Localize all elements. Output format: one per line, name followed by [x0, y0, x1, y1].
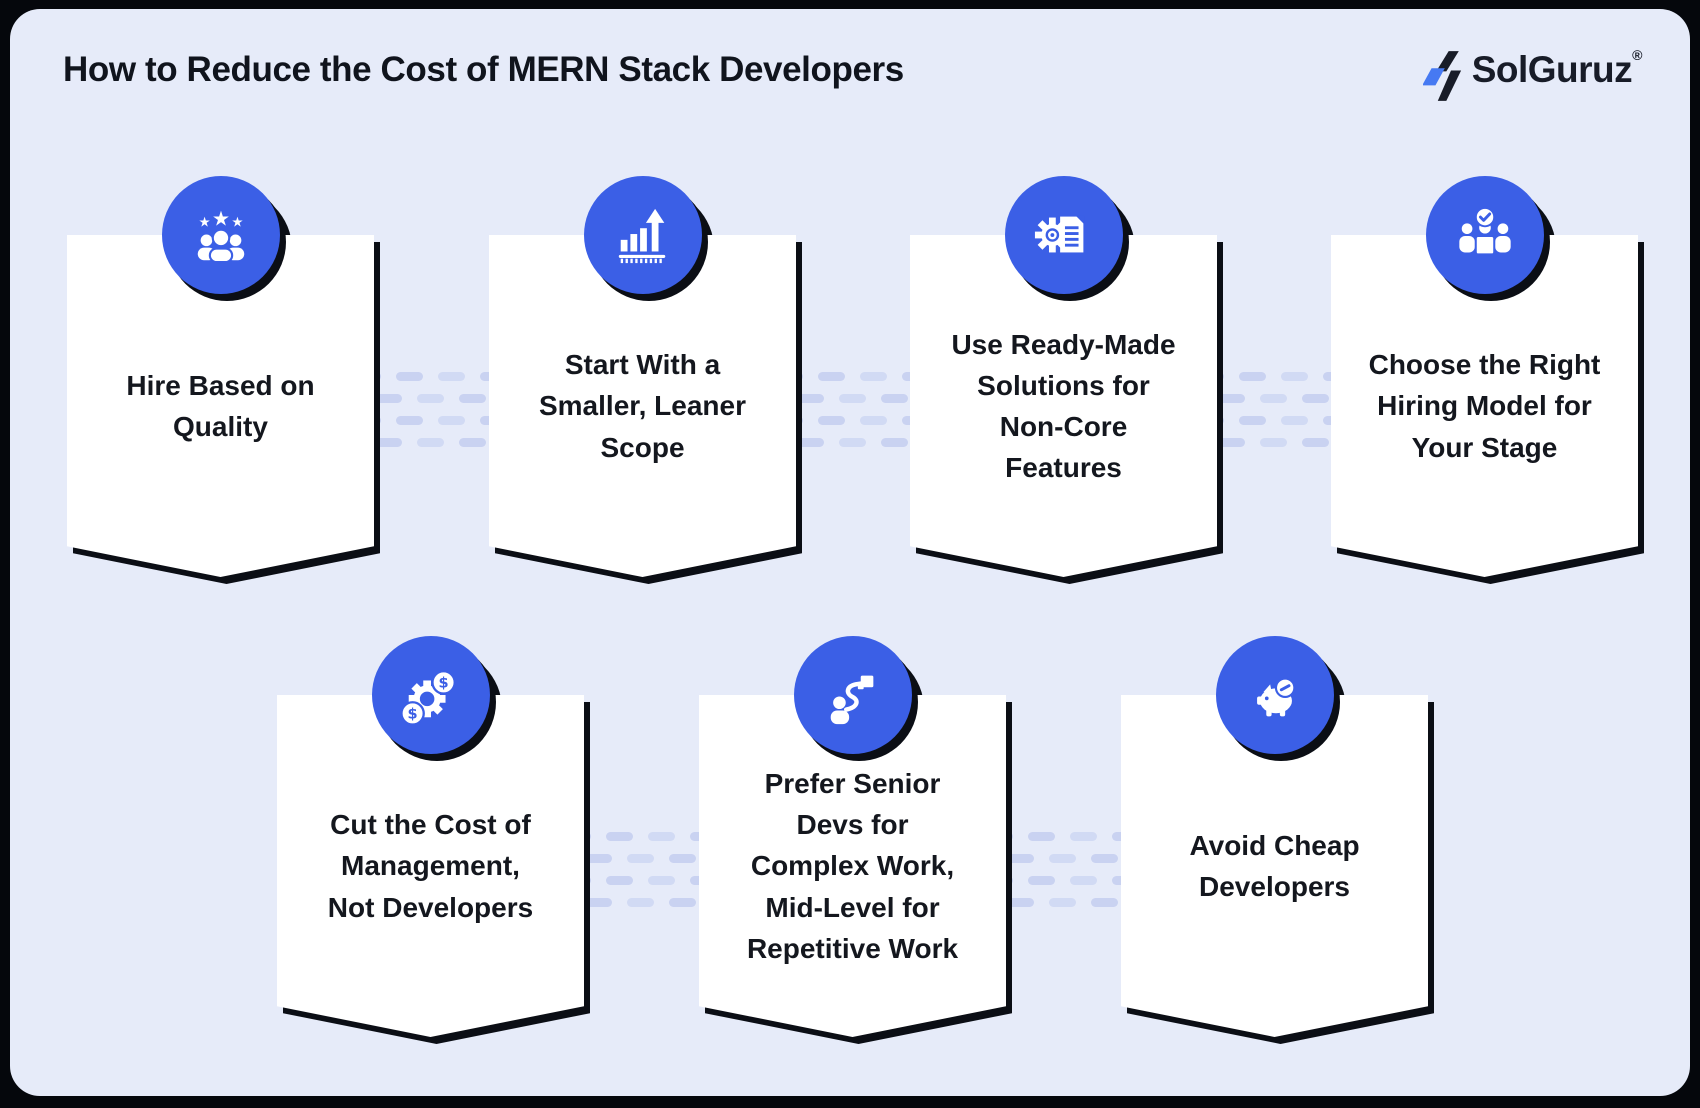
svg-text:$: $ [407, 707, 417, 723]
team-check-icon [1425, 176, 1544, 294]
card-right-hiring-model: Choose the Right Hiring Model for Your S… [1331, 176, 1638, 577]
card-smaller-leaner-scope: Start With a Smaller, Leaner Scope [489, 176, 796, 577]
dash-connector [776, 368, 931, 460]
card-label: Choose the Right Hiring Model for Your S… [1368, 349, 1601, 463]
svg-text:★: ★ [211, 206, 229, 230]
growth-chart-icon [583, 176, 702, 294]
solguruz-bolt-icon [1422, 51, 1461, 101]
card-label: Use Ready-Made Solutions for Non-Core Fe… [951, 328, 1176, 484]
dash-connector [1197, 368, 1352, 460]
gear-document-icon [1004, 176, 1123, 294]
quality-team-icon: ★ ★ ★ [161, 176, 280, 294]
dash-connector [564, 828, 719, 920]
card-label: Start With a Smaller, Leaner Scope [538, 349, 746, 463]
card-cut-management-cost: Cut the Cost of Management, Not Develope… [277, 636, 584, 1037]
registered-mark: ® [1632, 47, 1642, 63]
person-cable-icon [793, 636, 912, 754]
page-title: How to Reduce the Cost of MERN Stack Dev… [63, 50, 904, 89]
card-label: Hire Based on Quality [126, 369, 315, 442]
svg-text:$: $ [438, 676, 448, 692]
card-label: Avoid Cheap Developers [1189, 829, 1360, 902]
brand-name: SolGuruz® [1471, 47, 1643, 90]
card-ready-made-solutions: Use Ready-Made Solutions for Non-Core Fe… [910, 176, 1217, 577]
card-label: Cut the Cost of Management, Not Develope… [327, 809, 534, 923]
svg-text:★: ★ [198, 214, 210, 230]
brand-logo: SolGuruz® [1422, 46, 1643, 104]
card-label: Prefer Senior Devs for Complex Work, Mid… [746, 768, 959, 964]
card-avoid-cheap-developers: Avoid Cheap Developers [1121, 636, 1428, 1037]
svg-text:★: ★ [231, 214, 243, 230]
gear-dollar-icon: $ $ [371, 636, 490, 754]
dash-connector [354, 368, 509, 460]
card-senior-vs-midlevel: Prefer Senior Devs for Complex Work, Mid… [699, 636, 1006, 1037]
dash-connector [986, 828, 1141, 920]
card-hire-based-on-quality: Hire Based on Quality ★ ★ ★ [67, 176, 374, 577]
piggy-bank-icon [1215, 636, 1334, 754]
